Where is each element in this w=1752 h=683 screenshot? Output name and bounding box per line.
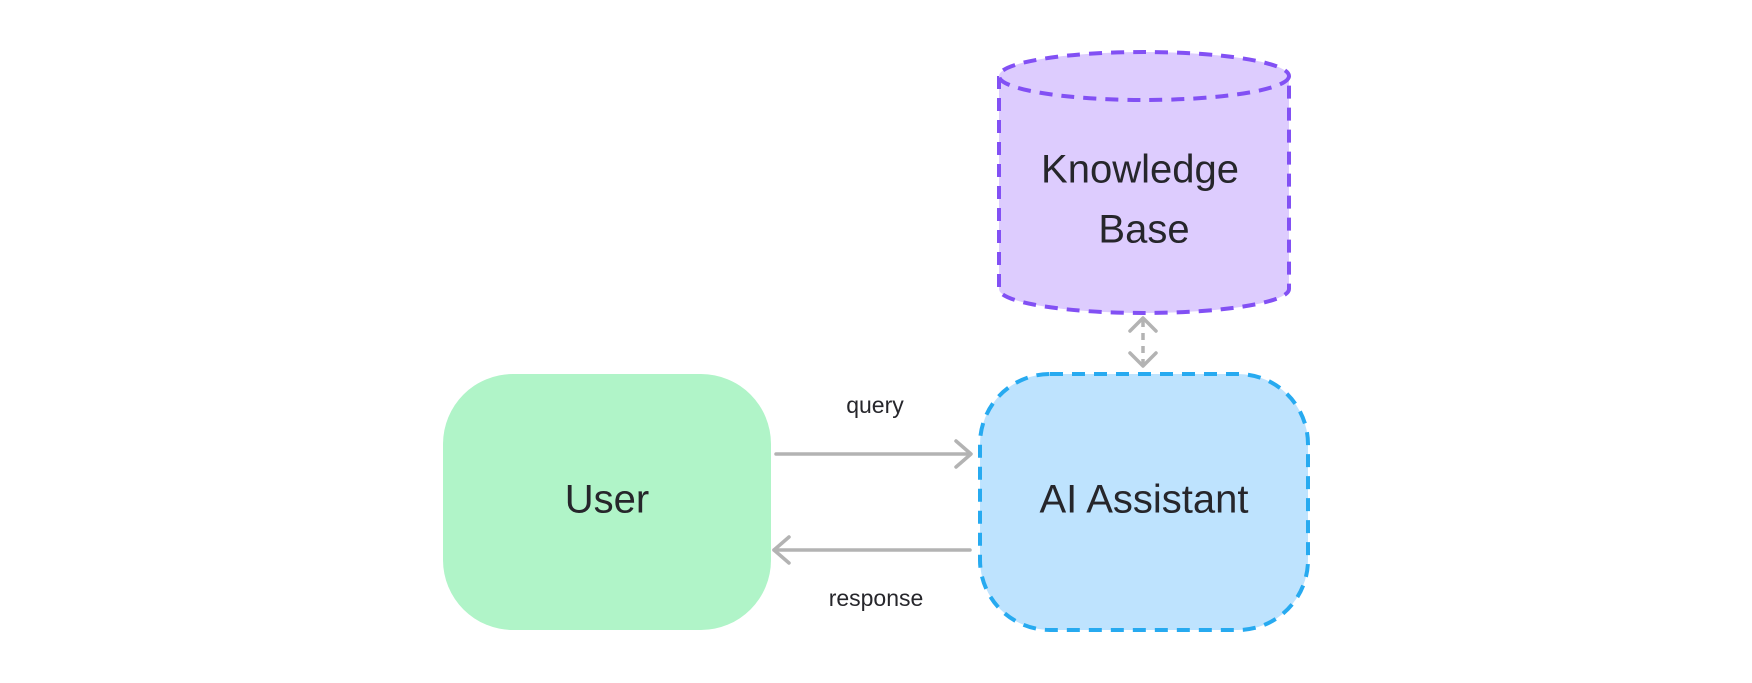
knowledge-base-link-edge — [1128, 316, 1158, 368]
knowledge-base-link-arrowhead-up — [1128, 316, 1158, 333]
knowledge-base-node[interactable]: Knowledge Base — [997, 50, 1291, 315]
knowledge-base-label-line2: Base — [1098, 208, 1189, 252]
user-node[interactable]: User — [443, 374, 771, 630]
response-edge-label: response — [829, 585, 924, 611]
user-node-shape — [443, 374, 771, 630]
user-node-label: User — [565, 478, 649, 522]
query-edge: query — [774, 392, 973, 469]
response-edge: response — [772, 535, 972, 611]
knowledge-base-link-arrowhead-down — [1128, 351, 1158, 368]
knowledge-base-label-line1: Knowledge — [1041, 148, 1239, 192]
knowledge-base-cylinder-top — [997, 50, 1291, 102]
query-edge-label: query — [846, 392, 904, 418]
ai-assistant-node-label: AI Assistant — [1040, 478, 1249, 522]
knowledge-base-cylinder-body — [997, 76, 1291, 315]
query-arrowhead — [954, 439, 973, 469]
response-arrowhead — [772, 535, 791, 565]
ai-assistant-node-shape — [978, 372, 1310, 632]
ai-assistant-node[interactable]: AI Assistant — [978, 372, 1310, 632]
